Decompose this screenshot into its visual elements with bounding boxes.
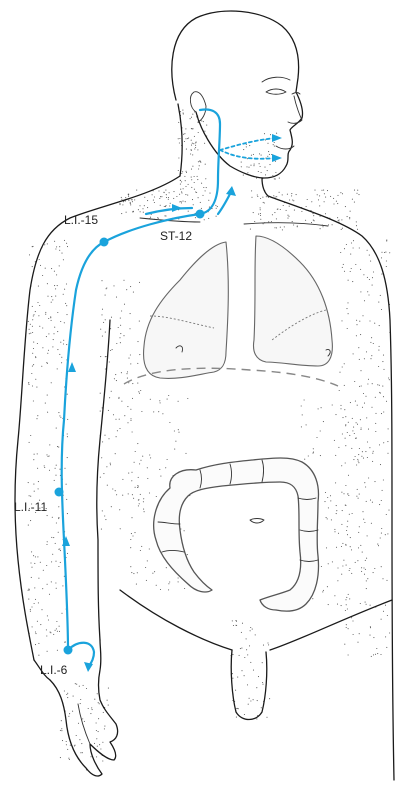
arrow-up-neck [226,186,236,196]
channel-face-branch-upper [220,138,276,150]
channel-path-arm [62,110,220,650]
large-intestine-channel [55,110,283,672]
body-outline [15,11,394,780]
eye [266,89,286,94]
neck-right [262,178,268,196]
point-li15 [100,238,109,247]
label-li15: L.I.-15 [64,213,98,227]
hip-line [120,590,232,650]
torso-left-outline [15,176,180,660]
label-li11: L.I.-11 [14,500,47,514]
eyebrow [262,77,290,82]
channel-face-branch-lower [220,150,276,159]
large-intestine [154,458,319,611]
collarbone-right [244,223,328,226]
finger-line [78,704,90,744]
arm-inner-outline [97,320,110,640]
point-st12 [196,210,205,219]
arrow-right-face-upper [272,134,282,142]
colon [154,458,319,611]
point-li6 [64,646,73,655]
left-lung [144,242,229,378]
arrow-right-shoulder [172,204,182,212]
arrow-right-face-lower [272,154,282,162]
channel-path-shoulder-top [146,208,192,214]
right-lung [254,236,333,366]
navel [250,519,264,524]
label-st12: ST-12 [160,229,192,243]
hand-outline [50,640,118,776]
neck-left [178,104,182,176]
label-li6: L.I.-6 [40,663,68,677]
lungs [144,236,333,378]
point-li11 [55,488,64,497]
arrow-up-upperarm [68,362,76,372]
